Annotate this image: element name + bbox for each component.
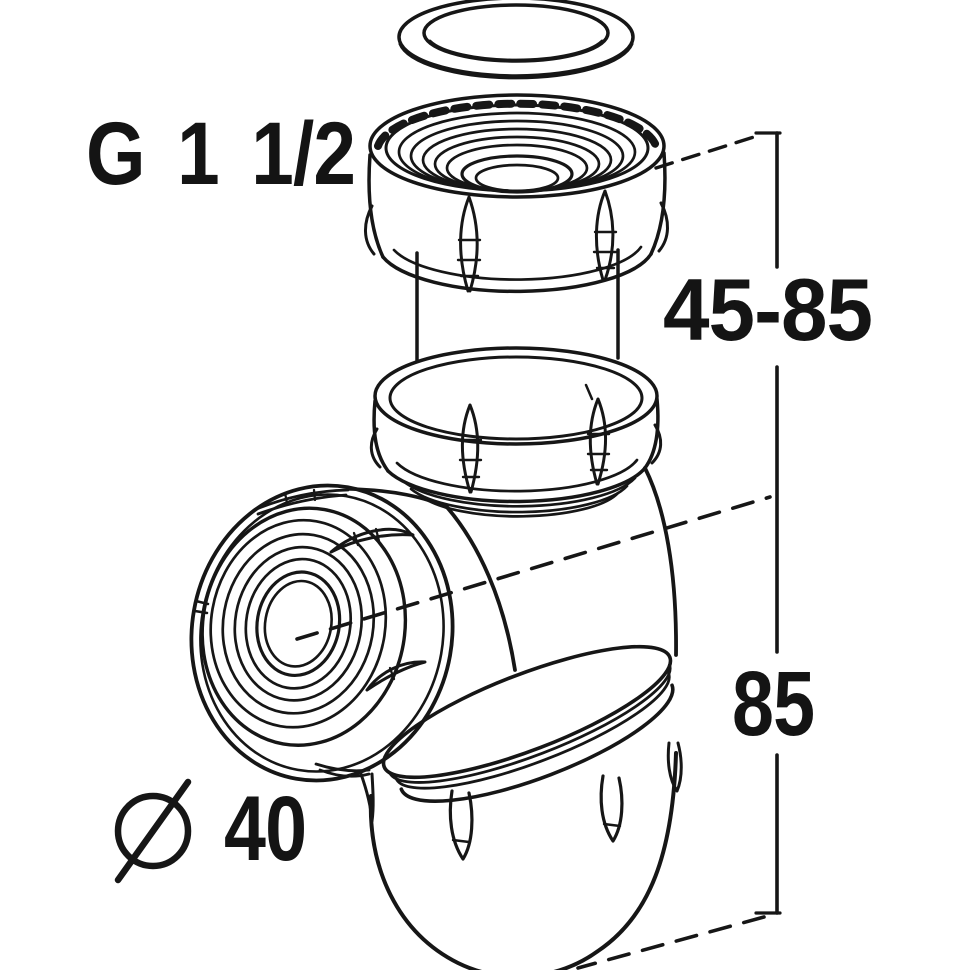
lower-compression-nut — [369, 346, 663, 518]
nut1-threads — [397, 111, 637, 193]
outlet-diameter-label: 40 — [224, 778, 307, 880]
bottom-cup — [368, 751, 678, 970]
side-outlet-nut — [189, 483, 455, 823]
adjustable-range-label: 45-85 — [663, 260, 873, 359]
leader-bottom-dashed — [576, 915, 766, 970]
nut1-grip-ribs — [364, 189, 669, 293]
upper-union-nut — [364, 93, 669, 294]
leader-top-dashed — [654, 134, 759, 170]
diameter-icon — [114, 778, 192, 884]
nut2-body-threads — [401, 476, 637, 518]
leader-mid-dashed — [295, 495, 772, 641]
trap-height-label: 85 — [732, 653, 815, 755]
outlet-threads — [209, 518, 388, 729]
adjustable-tube — [415, 248, 620, 363]
outlet-grip-ribs — [252, 488, 427, 823]
washer-gasket — [397, 0, 635, 80]
cup-collar-nut — [381, 644, 683, 861]
collar-grip-tabs — [448, 741, 683, 861]
trap-body — [444, 466, 678, 672]
nut2-grip-ribs — [369, 397, 663, 494]
thread-size-label: G 1 1/2 — [86, 103, 356, 203]
dimension-lines — [295, 131, 782, 970]
